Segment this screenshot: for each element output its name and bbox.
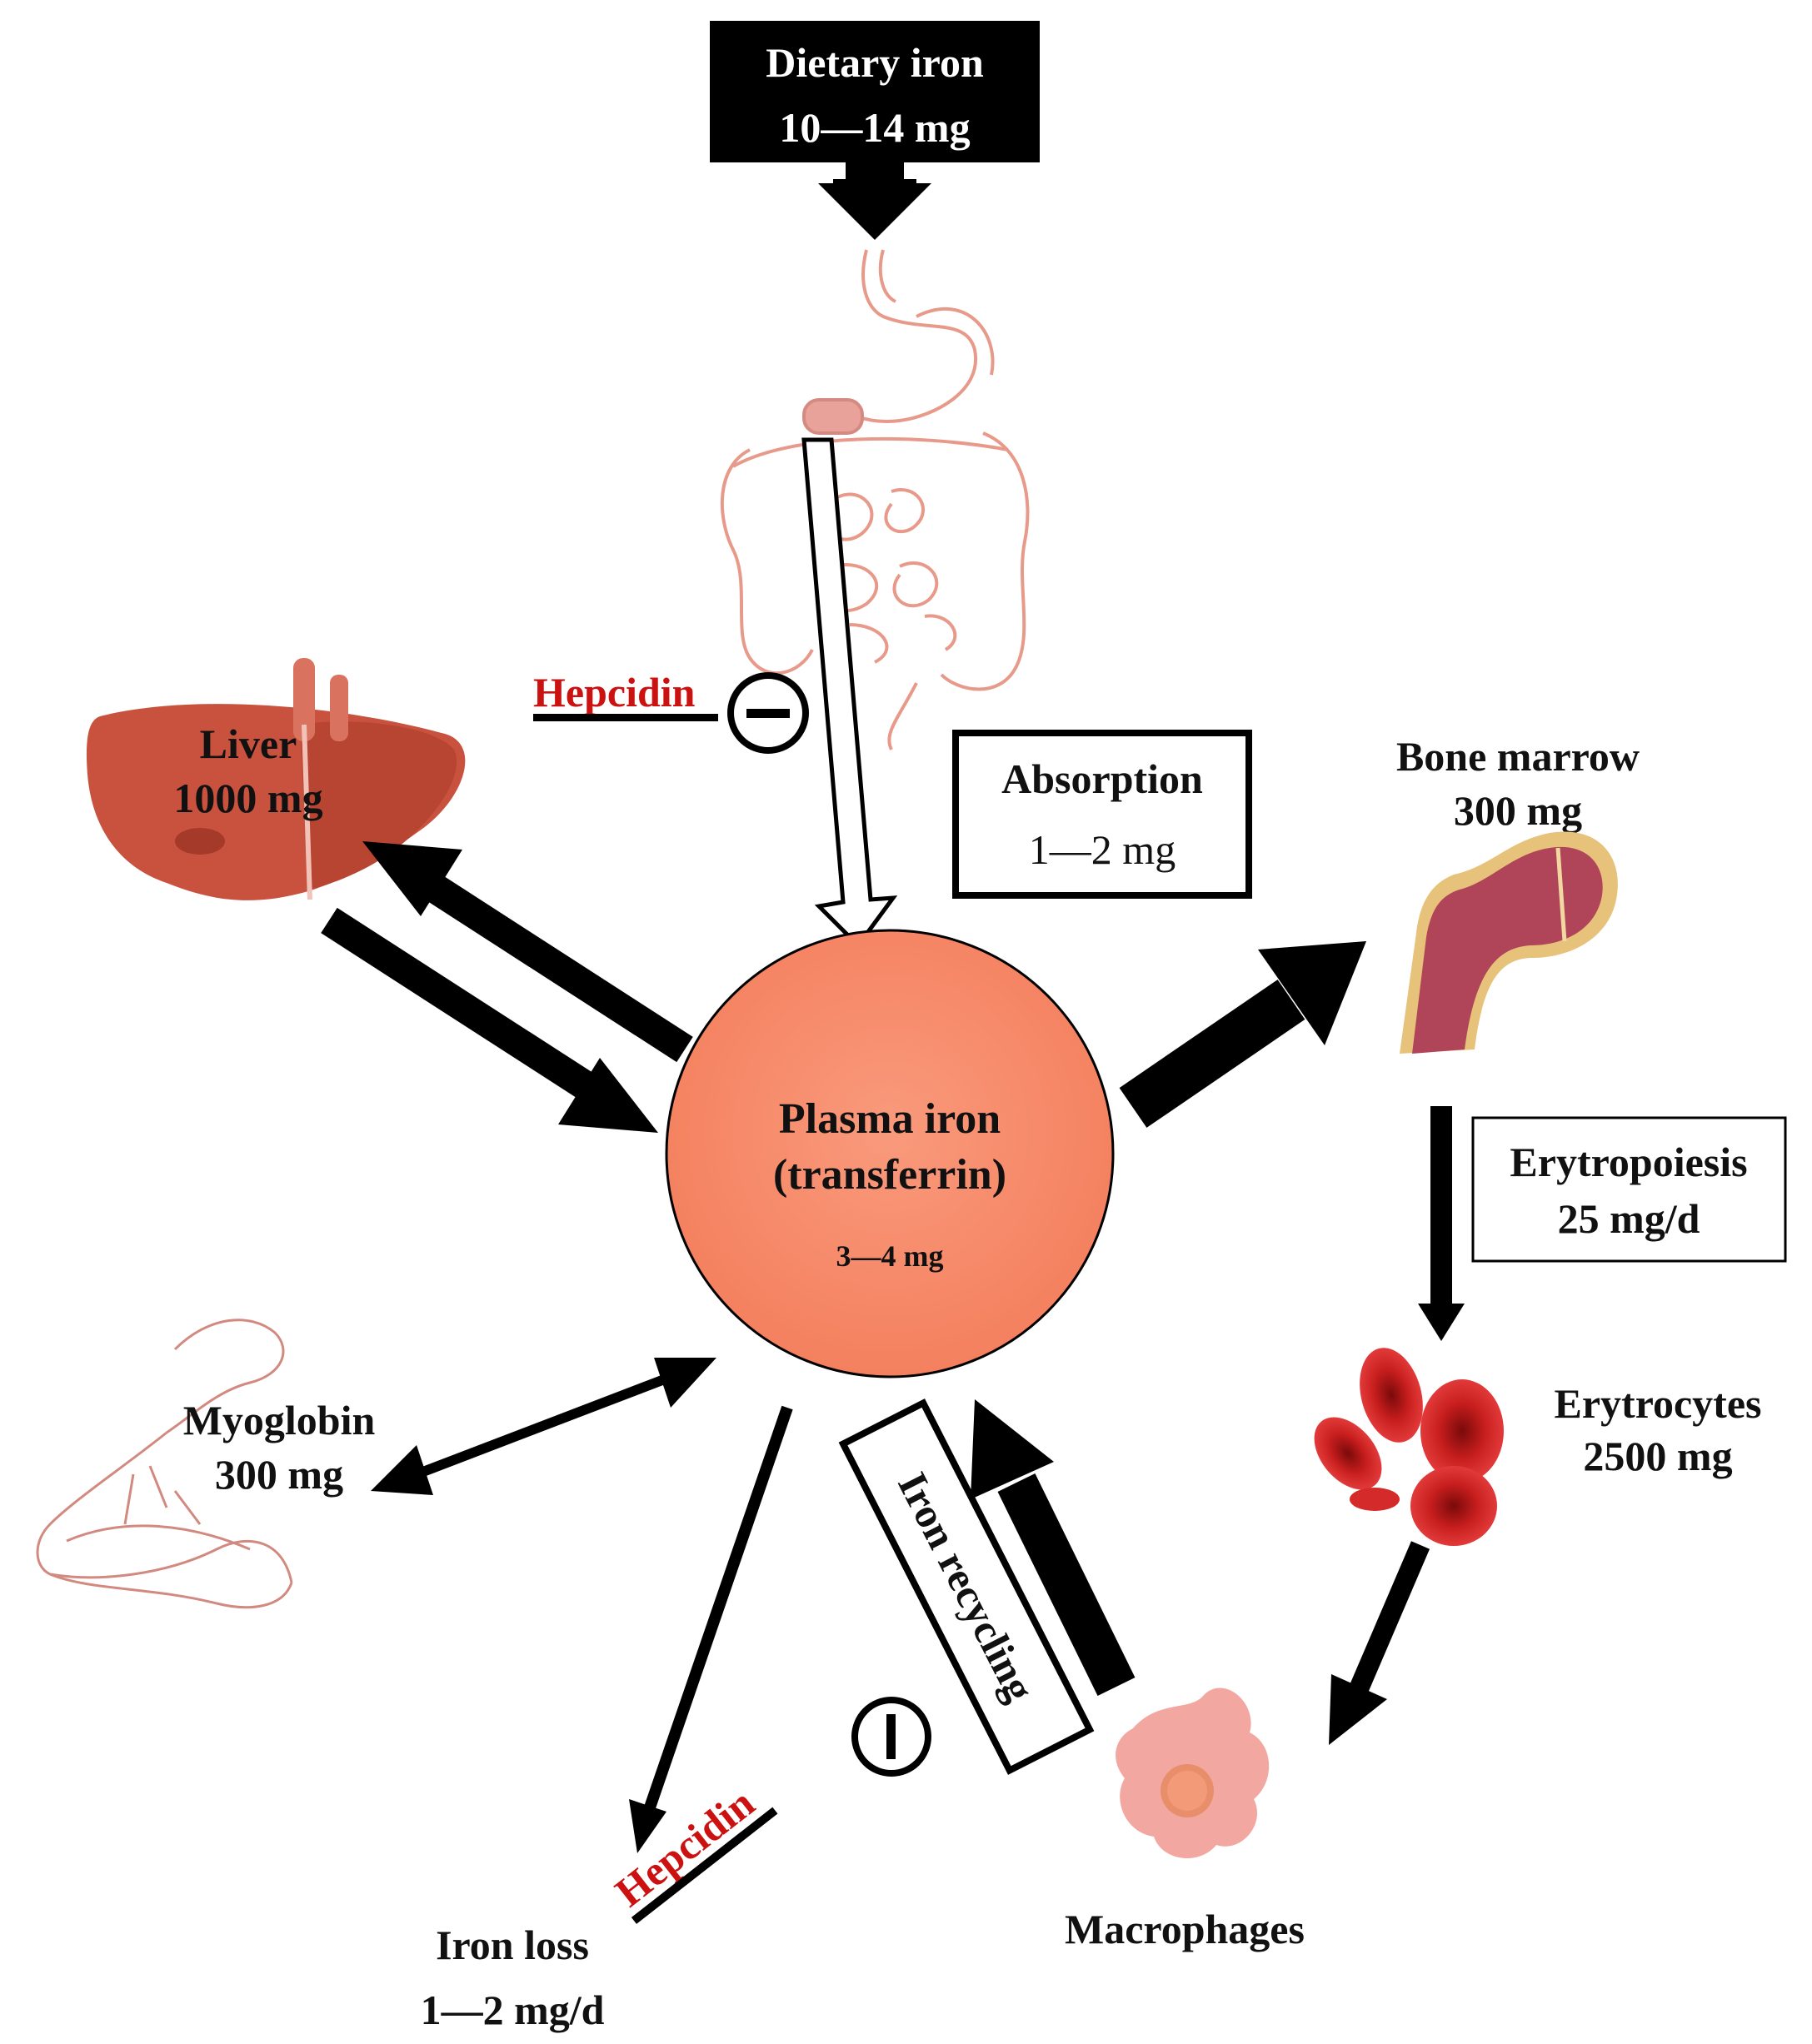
plasma-iron-pool: Plasma iron (transferrin) 3—4 mg — [665, 929, 1115, 1378]
digestive-tract-illustration — [720, 249, 1030, 750]
macrophages-title: Macrophages — [1065, 1906, 1305, 1952]
erythrocytes-to-macrophages-arrow — [1329, 1541, 1430, 1745]
erythropoiesis-arrow — [1418, 1106, 1465, 1341]
hepcidin-inhibitor-top: Hepcidin — [533, 669, 809, 754]
plasma-title: Plasma iron — [779, 1095, 1001, 1143]
bone-marrow-title: Bone marrow — [1396, 733, 1640, 780]
dietary-iron-box: Dietary iron 10—14 mg — [710, 21, 1040, 162]
hepcidin-label-bottom: Hepcidin — [606, 1779, 763, 1916]
myoglobin-amount: 300 mg — [215, 1451, 343, 1498]
liver-title: Liver — [200, 720, 297, 767]
liver-to-plasma-arrow — [321, 907, 658, 1133]
plasma-amount: 3—4 mg — [836, 1239, 944, 1273]
hepcidin-label-top: Hepcidin — [533, 669, 696, 715]
dietary-iron-amount: 10—14 mg — [779, 104, 970, 151]
erythropoiesis-title: Erytropoiesis — [1510, 1139, 1747, 1185]
absorption-amount: 1—2 mg — [1029, 826, 1176, 873]
absorption-arrow — [801, 437, 898, 949]
bone-marrow-illustration — [1400, 831, 1618, 1054]
muscle-arm-illustration — [36, 1319, 293, 1609]
iron-loss-amount: 1—2 mg/d — [421, 1987, 605, 2033]
erythrocytes-title: Erytrocytes — [1555, 1380, 1762, 1427]
bone-marrow-amount: 300 mg — [1454, 787, 1582, 834]
erythropoiesis-amount: 25 mg/d — [1558, 1195, 1700, 1242]
myoglobin-title: Myoglobin — [183, 1397, 376, 1443]
iron-loss-arrow — [629, 1405, 793, 1853]
dietary-arrow — [818, 179, 931, 240]
plasma-subtitle: (transferrin) — [773, 1151, 1006, 1199]
plasma-to-liver-arrow — [362, 841, 693, 1063]
erythrocytes-amount: 2500 mg — [1583, 1433, 1732, 1479]
macrophage-illustration — [1116, 1688, 1270, 1859]
erythropoiesis-box: Erytropoiesis 25 mg/d — [1471, 1116, 1787, 1263]
macrophages-to-plasma-arrow — [971, 1399, 1136, 1696]
plasma-to-bone-marrow-arrow — [1119, 941, 1366, 1128]
liver-amount: 1000 mg — [173, 775, 322, 821]
dietary-iron-title: Dietary iron — [766, 39, 984, 86]
absorption-title: Absorption — [1001, 755, 1203, 802]
absorption-box: Absorption 1—2 mg — [952, 730, 1252, 899]
erythrocytes-illustration — [1314, 1348, 1504, 1546]
plasma-myoglobin-arrow — [371, 1358, 716, 1495]
iron-loss-title: Iron loss — [436, 1922, 589, 1968]
